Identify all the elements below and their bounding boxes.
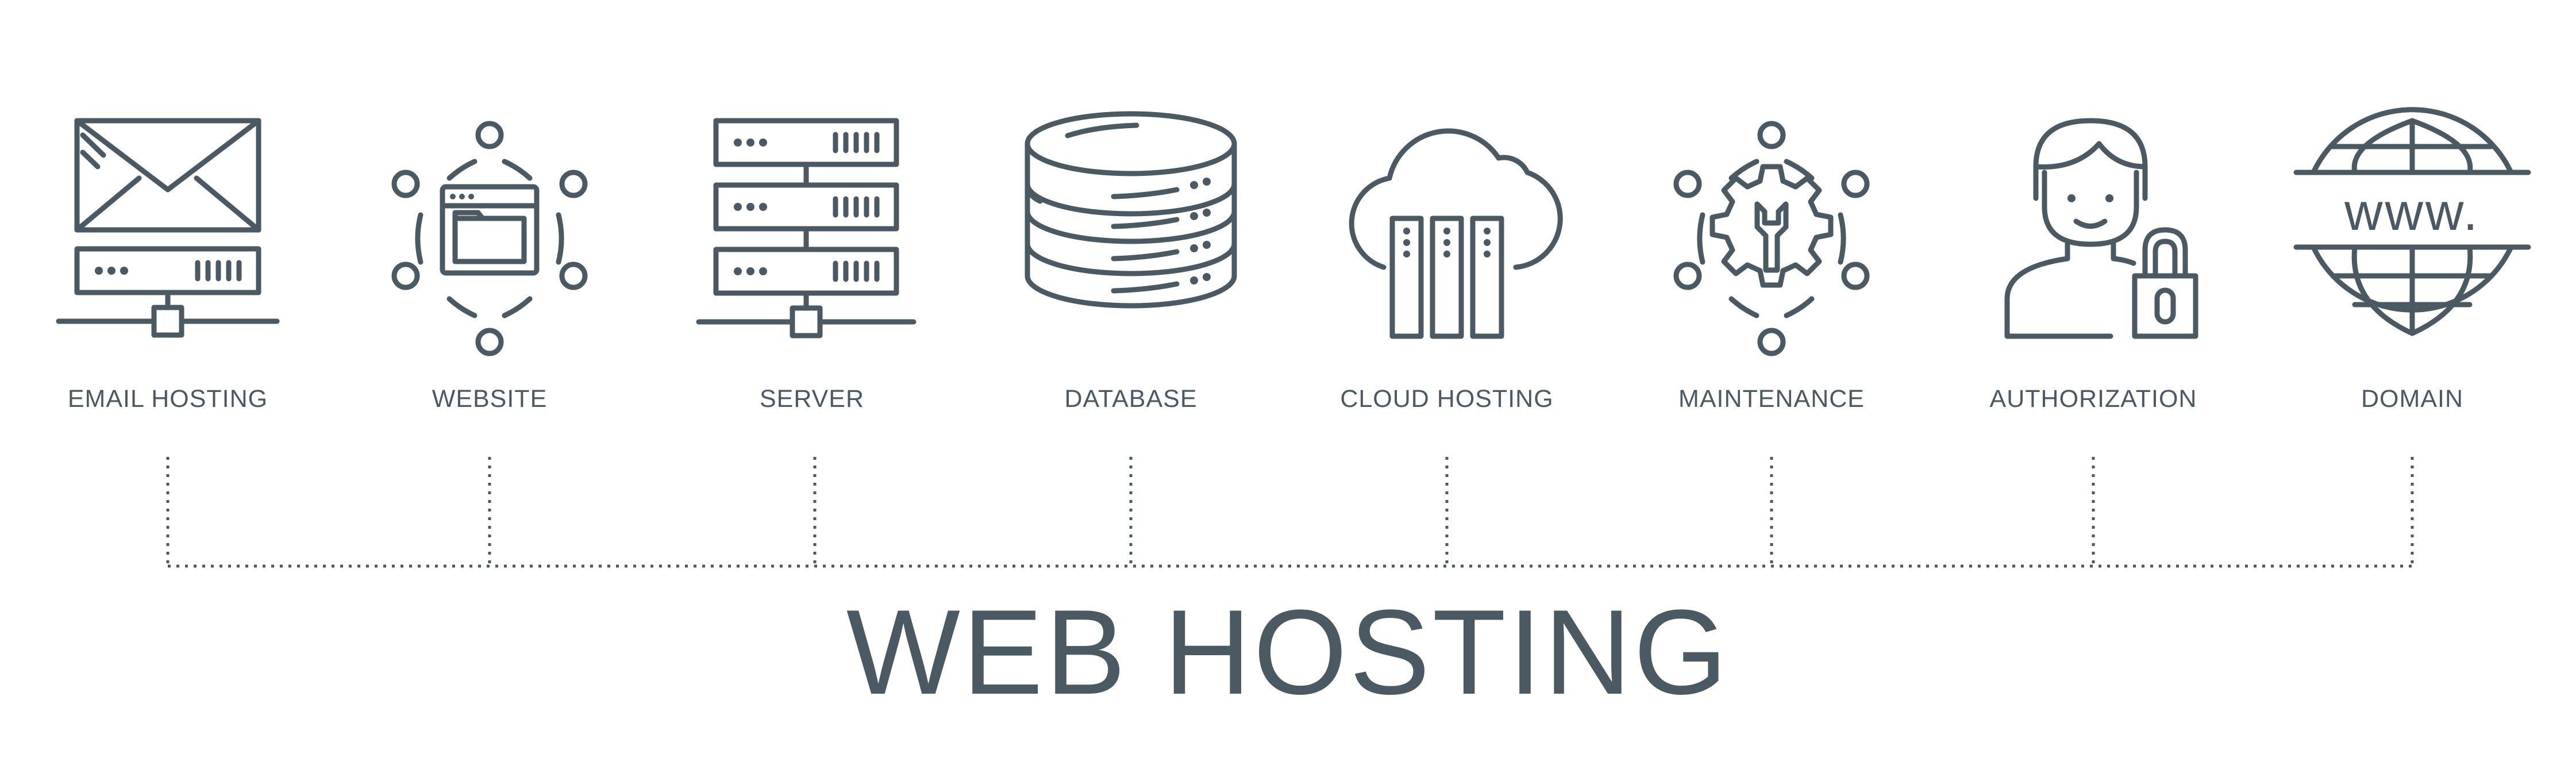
server-rack-icon <box>694 103 935 362</box>
label-domain: DOMAIN <box>2361 385 2463 413</box>
label-website: WEBSITE <box>432 385 548 413</box>
email-server-icon <box>47 103 288 362</box>
globe-www-icon: www. <box>2292 103 2533 362</box>
label-email-hosting: EMAIL HOSTING <box>67 385 268 413</box>
main-title: WEB HOSTING <box>846 584 1730 720</box>
cloud-server-icon <box>1326 103 1568 362</box>
website-network-icon <box>369 103 610 362</box>
label-server: SERVER <box>759 385 865 413</box>
database-icon <box>1010 103 1252 362</box>
label-authorization: AUTHORIZATION <box>1989 385 2197 413</box>
domain-www-text: www. <box>2344 183 2480 241</box>
label-cloud-hosting: CLOUD HOSTING <box>1340 385 1554 413</box>
user-lock-icon <box>1973 103 2214 362</box>
label-maintenance: MAINTENANCE <box>1678 385 1865 413</box>
gear-wrench-icon <box>1651 103 1892 362</box>
label-database: DATABASE <box>1064 385 1197 413</box>
